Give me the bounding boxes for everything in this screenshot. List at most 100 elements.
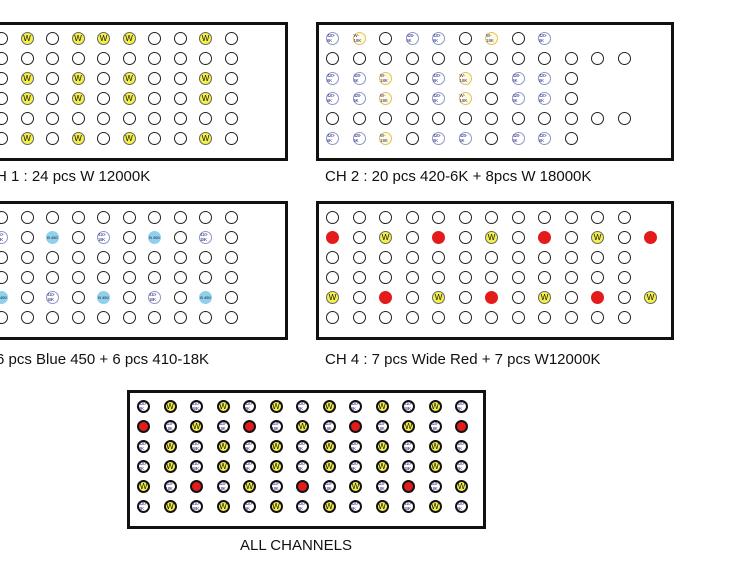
led-white: W	[216, 400, 230, 413]
led-420-6k: 420-6K	[352, 92, 366, 105]
led-off	[352, 112, 366, 125]
led-white: W	[428, 460, 442, 473]
led-white: W	[199, 32, 212, 45]
led-off	[122, 291, 136, 304]
led-off	[199, 271, 212, 284]
led-off	[326, 52, 339, 65]
led-white: W	[199, 72, 212, 85]
led-off	[379, 271, 392, 284]
led-white: W	[71, 92, 85, 105]
led-off	[148, 311, 161, 324]
led-off	[0, 251, 8, 264]
led-410-18k: 410-18K	[402, 460, 415, 473]
led-420-6k: 420-6K	[352, 72, 366, 85]
led-off	[46, 92, 59, 105]
led-420-6k: 420-6K	[137, 440, 150, 453]
led-off	[199, 211, 212, 224]
led-w-18k: W-18K	[379, 72, 392, 85]
led-red	[379, 291, 392, 304]
led-off	[0, 52, 8, 65]
led-off	[564, 52, 578, 65]
led-410-18k: 410-18K	[190, 440, 203, 453]
led-off	[458, 251, 472, 264]
led-off	[0, 271, 8, 284]
led-off	[564, 311, 578, 324]
led-420-6k: 420-6K	[455, 460, 468, 473]
ch1-caption: H 1 : 24 pcs W 12000K	[0, 168, 151, 185]
led-off	[564, 271, 578, 284]
led-white: W	[122, 92, 136, 105]
led-white: W	[485, 231, 498, 244]
led-off	[405, 211, 419, 224]
led-white: W	[591, 231, 604, 244]
led-off	[538, 251, 551, 264]
led-off	[538, 271, 551, 284]
led-420-6k: 420-6K	[432, 132, 445, 145]
led-white: W	[269, 460, 283, 473]
led-420-6k: 420-6K	[326, 72, 339, 85]
led-off	[20, 112, 34, 125]
led-white: W	[375, 400, 389, 413]
led-off	[511, 291, 525, 304]
led-off	[122, 211, 136, 224]
led-off	[432, 251, 445, 264]
led-off	[97, 112, 110, 125]
led-410-18k: 410-18K	[97, 231, 110, 244]
led-white: W	[269, 400, 283, 413]
led-off	[46, 251, 59, 264]
led-420-6k: 420-6K	[137, 400, 150, 413]
led-off	[46, 112, 59, 125]
led-off	[485, 72, 498, 85]
ch4-caption: CH 4 : 7 pcs Wide Red + 7 pcs W12000K	[325, 351, 601, 368]
led-w-18k: W-18K	[379, 132, 392, 145]
led-off	[97, 72, 110, 85]
led-off	[46, 311, 59, 324]
led-off	[485, 112, 498, 125]
led-off	[20, 52, 34, 65]
led-off	[485, 271, 498, 284]
led-off	[173, 251, 187, 264]
led-off	[511, 52, 525, 65]
led-420-6k: 420-6K	[352, 132, 366, 145]
led-420-6k: 420-6K	[511, 92, 525, 105]
led-off	[173, 72, 187, 85]
led-off	[379, 211, 392, 224]
led-off	[326, 112, 339, 125]
led-off	[97, 132, 110, 145]
led-off	[458, 52, 472, 65]
led-off	[458, 291, 472, 304]
led-off	[405, 92, 419, 105]
led-420-6k: 420-6K	[243, 400, 256, 413]
led-off	[148, 52, 161, 65]
led-white: W	[375, 500, 389, 513]
led-off	[405, 112, 419, 125]
led-410-18k: 410-18K	[163, 480, 177, 493]
led-off	[564, 132, 578, 145]
led-off	[458, 112, 472, 125]
led-off	[0, 311, 8, 324]
led-410-18k: 410-18K	[322, 480, 336, 493]
led-off	[352, 311, 366, 324]
led-off	[326, 211, 339, 224]
led-off	[71, 112, 85, 125]
led-off	[326, 251, 339, 264]
led-410-18k: 410-18K	[402, 500, 415, 513]
led-off	[379, 251, 392, 264]
led-off	[485, 311, 498, 324]
led-off	[173, 231, 187, 244]
led-off	[591, 52, 604, 65]
led-off	[46, 132, 59, 145]
led-off	[173, 291, 187, 304]
led-410-18k: 410-18K	[216, 480, 230, 493]
led-off	[0, 92, 8, 105]
led-off	[224, 291, 238, 304]
led-off	[224, 92, 238, 105]
led-off	[97, 251, 110, 264]
led-off	[405, 291, 419, 304]
led-white: W	[296, 420, 309, 433]
led-off	[20, 251, 34, 264]
led-410-18k: 410-18K	[190, 500, 203, 513]
led-w-18k: W-18K	[458, 92, 472, 105]
led-410-18k: 410-18K	[216, 420, 230, 433]
